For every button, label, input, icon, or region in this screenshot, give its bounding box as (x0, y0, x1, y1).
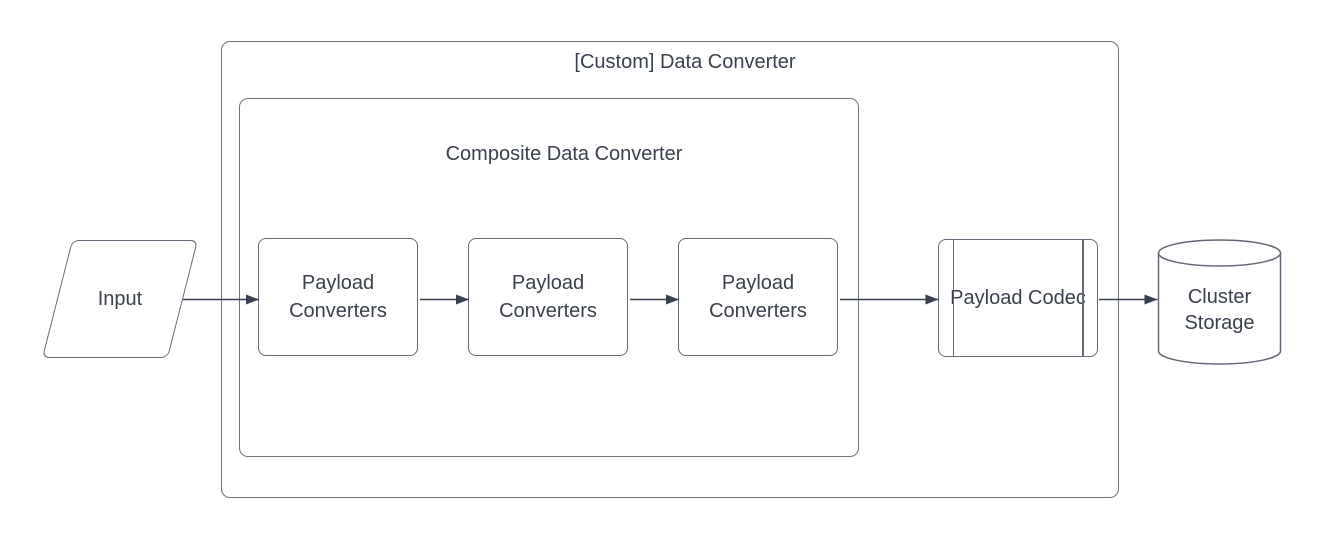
node-cluster-storage: Cluster Storage (1157, 252, 1282, 368)
cylinder-top (1157, 239, 1282, 267)
cylinder-body (1157, 253, 1282, 365)
group-custom-data-converter: [Custom] Data Converter Composite Data C… (221, 41, 1119, 498)
node-payload-codec-label: Payload Codec (950, 287, 1086, 309)
node-payload-converters-3-label: Payload Converters (709, 272, 807, 322)
node-cluster-storage-label: Cluster Storage (1184, 286, 1255, 334)
group-composite-data-converter: Composite Data Converter Payload Convert… (239, 98, 859, 457)
group-custom-data-converter-title: [Custom] Data Converter (574, 51, 796, 73)
node-payload-converters-2: Payload Converters (468, 238, 628, 356)
predefined-process-left-bar (952, 240, 954, 356)
node-payload-converters-3: Payload Converters (678, 238, 838, 356)
node-cluster-storage-shape (1157, 239, 1282, 365)
group-composite-data-converter-title: Composite Data Converter (445, 143, 683, 165)
node-input-label: Input (97, 288, 143, 310)
node-payload-converters-1: Payload Converters (258, 238, 418, 356)
node-input: Input (42, 240, 198, 358)
node-payload-converters-1-label: Payload Converters (289, 272, 387, 322)
node-payload-converters-2-label: Payload Converters (499, 272, 597, 322)
predefined-process-right-bar (1082, 240, 1084, 356)
node-payload-codec: Payload Codec (938, 239, 1098, 357)
